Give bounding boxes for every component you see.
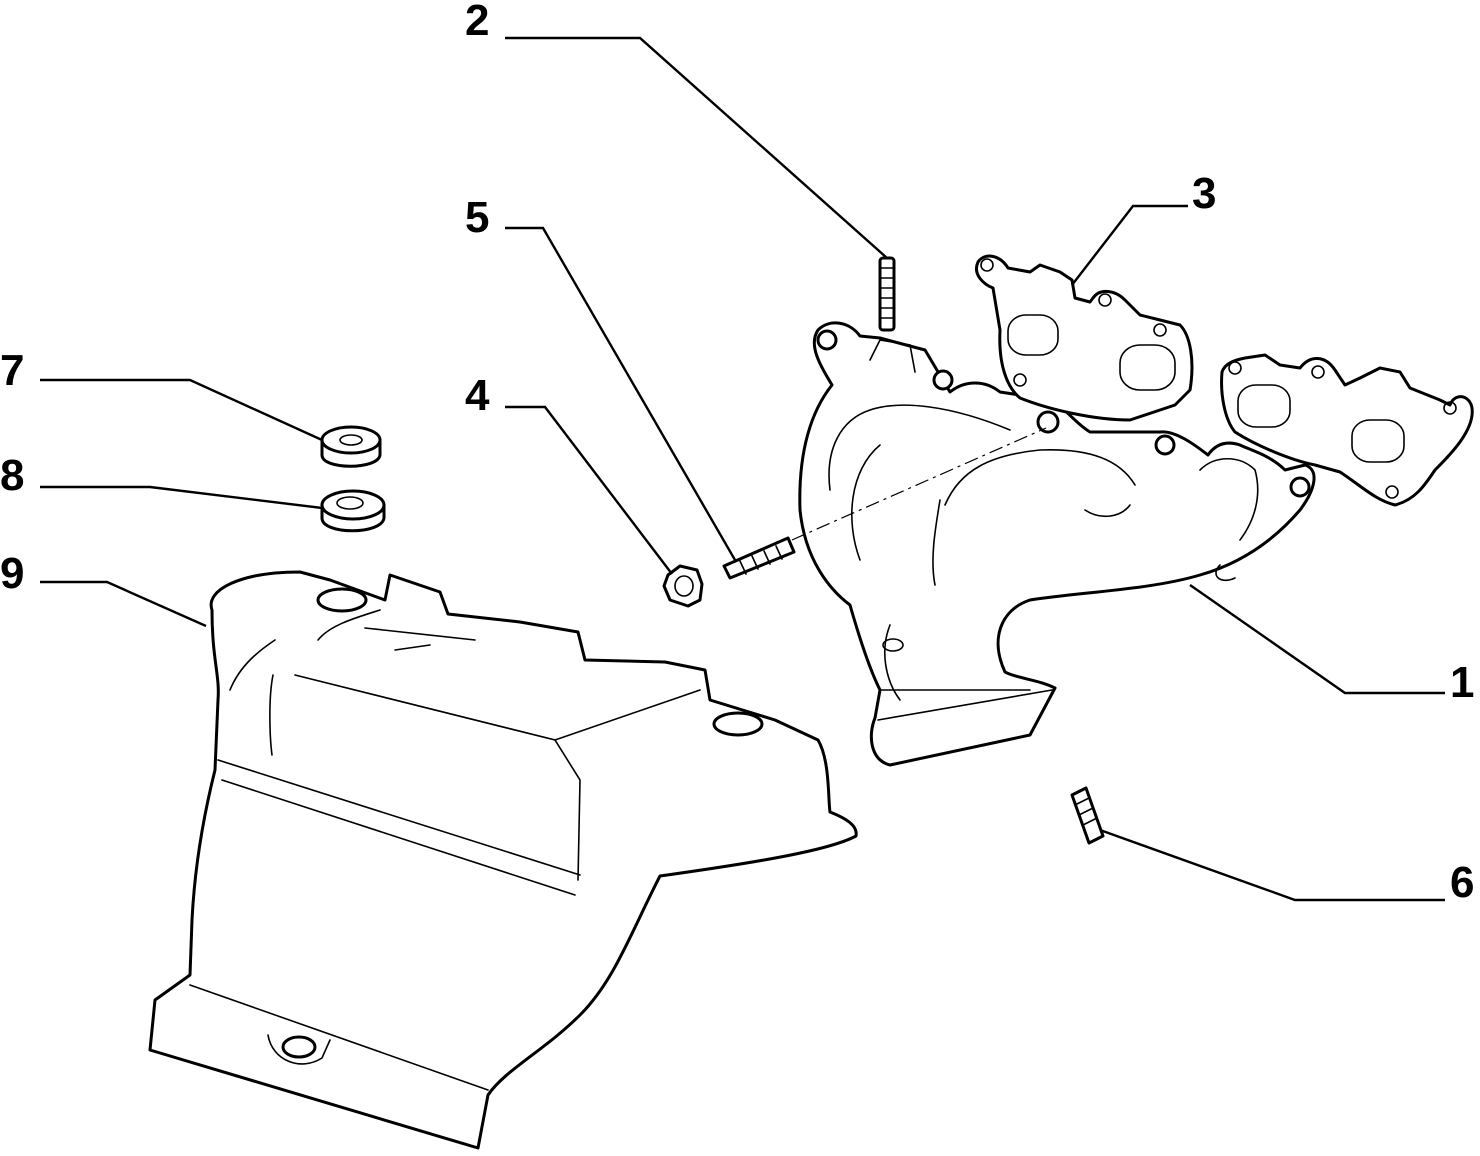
manifold-flange-hole-icon bbox=[1289, 476, 1311, 498]
shield-mount-hole-icon bbox=[316, 587, 368, 613]
gasket-port-icon bbox=[1119, 344, 1176, 391]
stud-part-6 bbox=[1070, 786, 1105, 845]
manifold-gasket-part-3 bbox=[975, 254, 1474, 507]
alignment-axis-line bbox=[791, 427, 1047, 541]
nut-part-4 bbox=[662, 564, 704, 608]
callout-4: 4 bbox=[465, 371, 490, 420]
manifold-flange-hole-icon bbox=[1154, 434, 1176, 456]
gasket-port-icon bbox=[1351, 419, 1405, 463]
callout-9: 9 bbox=[0, 549, 24, 598]
exhaust-manifold-part-1 bbox=[798, 321, 1316, 767]
callout-1: 1 bbox=[1450, 658, 1474, 707]
leader-lines bbox=[40, 36, 1445, 902]
shield-mount-hole-icon bbox=[281, 1035, 317, 1059]
stud-part-5 bbox=[722, 536, 796, 580]
callout-8: 8 bbox=[0, 451, 24, 500]
washer-part-7 bbox=[320, 425, 382, 468]
gasket-port-icon bbox=[1237, 384, 1291, 428]
callout-5: 5 bbox=[465, 193, 489, 242]
manifold-flange-hole-icon bbox=[932, 369, 954, 391]
callout-3: 3 bbox=[1192, 169, 1216, 218]
washer-part-8 bbox=[320, 489, 386, 533]
callout-6: 6 bbox=[1450, 858, 1474, 907]
shield-mount-hole-icon bbox=[712, 711, 764, 737]
stud-part-2 bbox=[878, 256, 896, 332]
manifold-flange-hole-icon bbox=[816, 329, 838, 351]
heat-shield-part-9 bbox=[148, 570, 858, 1150]
gasket-port-icon bbox=[1007, 314, 1059, 356]
callout-2: 2 bbox=[465, 0, 489, 45]
manifold-flange-hole-icon bbox=[1036, 410, 1060, 434]
callout-7: 7 bbox=[0, 346, 24, 395]
